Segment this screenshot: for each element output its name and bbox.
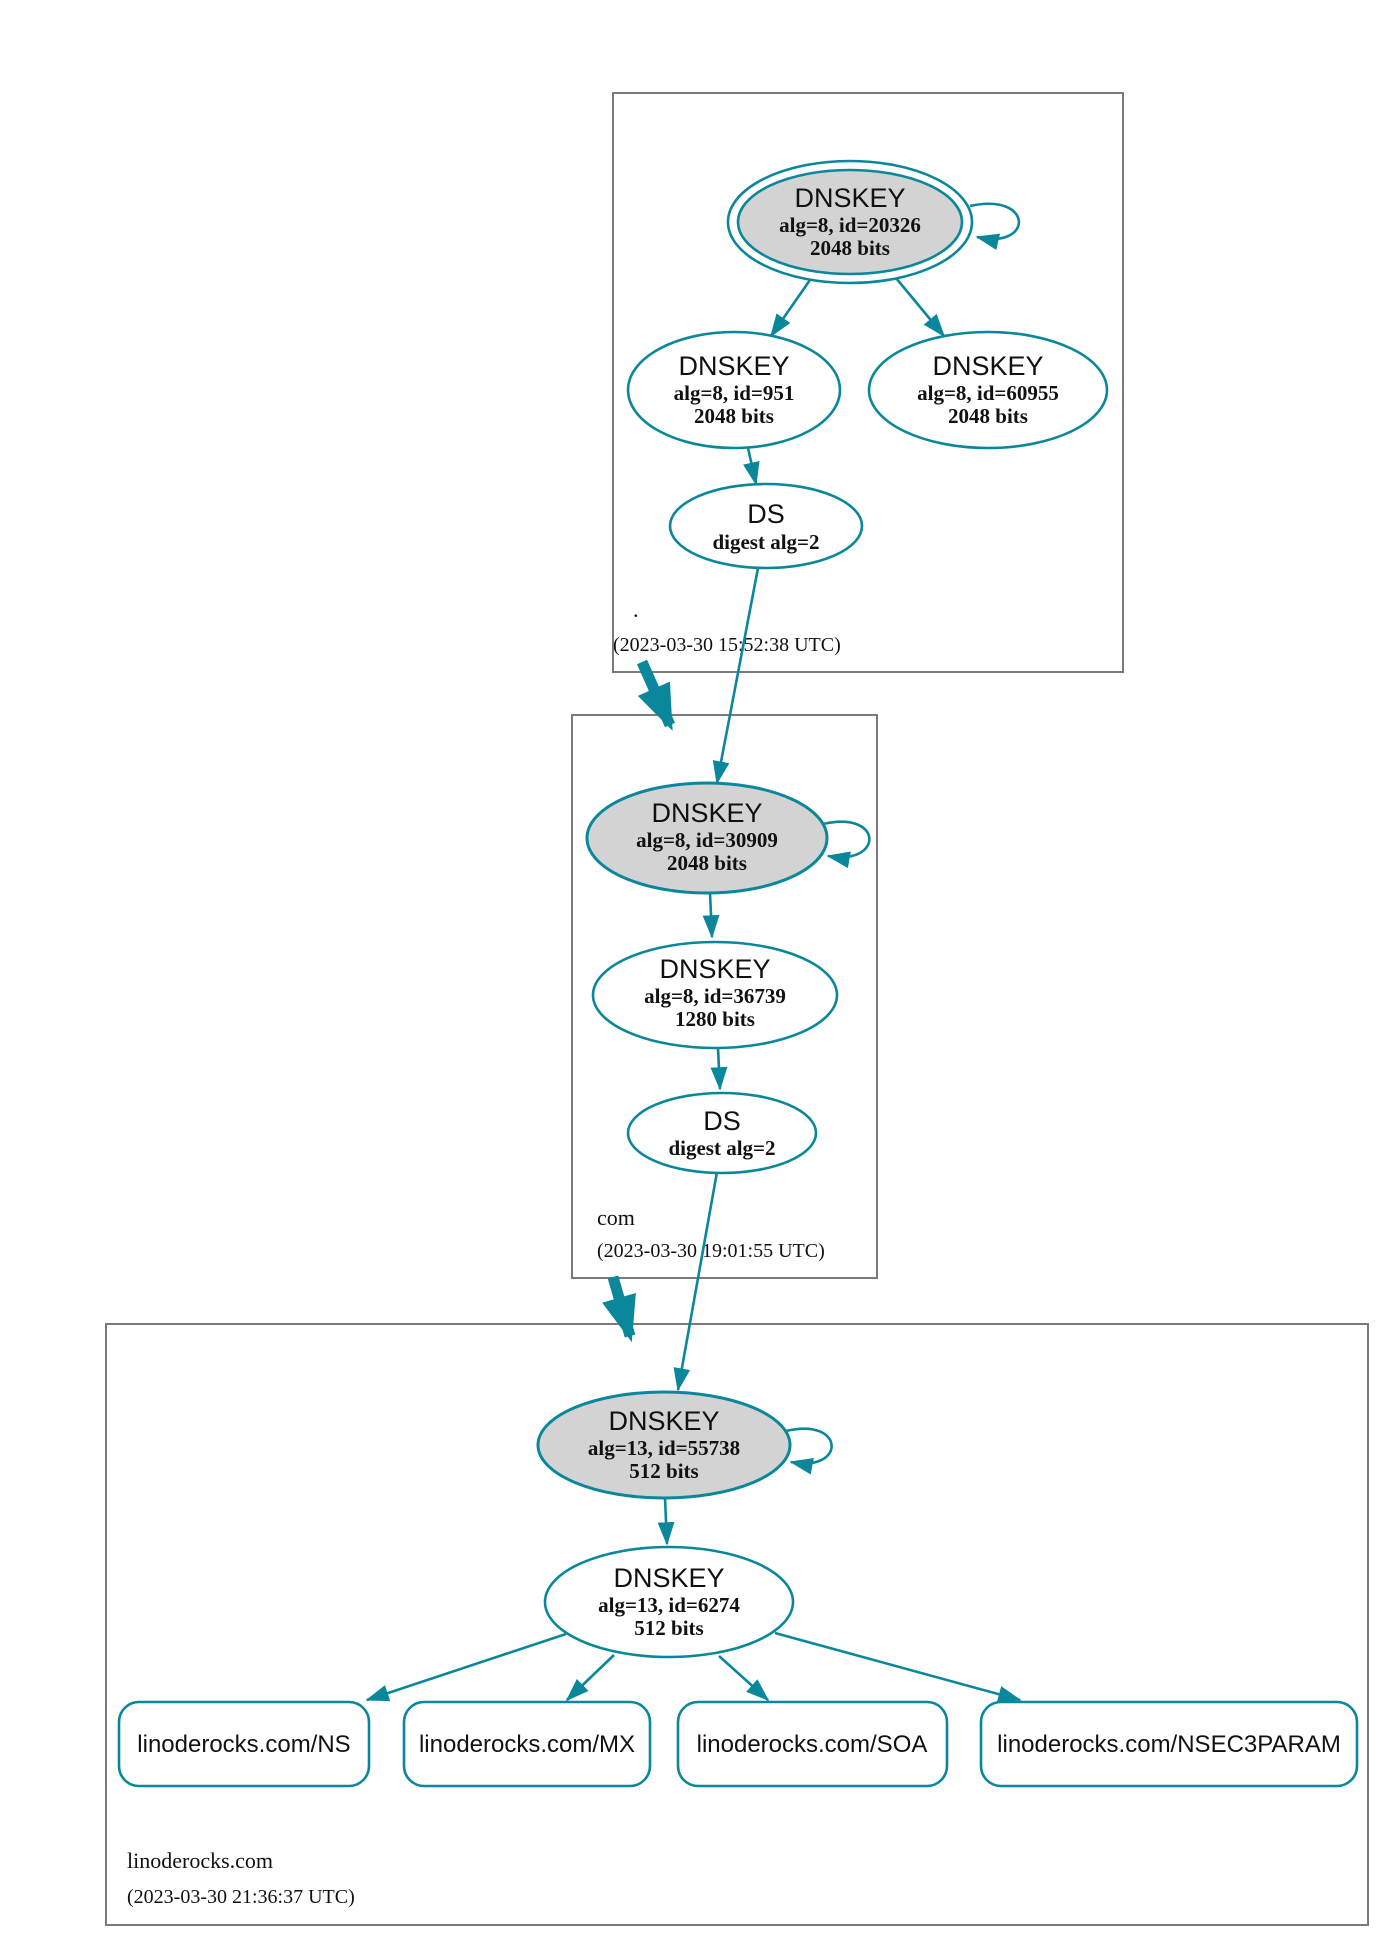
com-zsk-bits: 1280 bits xyxy=(675,1007,755,1031)
linoderocks-zsk-title: DNSKEY xyxy=(613,1563,724,1593)
rrset-ns-label: linoderocks.com/NS xyxy=(137,1731,350,1758)
delegation-arrow-root-to-com xyxy=(636,659,676,731)
rrset-soa-label: linoderocks.com/SOA xyxy=(697,1731,928,1758)
root-ds-detail: digest alg=2 xyxy=(712,530,819,554)
linoderocks-ksk-detail: alg=13, id=55738 xyxy=(588,1436,740,1460)
root-zsk1-node xyxy=(626,330,842,450)
edge-root-ds-to-com-ksk xyxy=(712,567,760,785)
com-ds-node xyxy=(626,1091,818,1175)
root-zsk1-detail: alg=8, id=951 xyxy=(674,381,795,405)
root-zsk2-bits: 2048 bits xyxy=(948,404,1028,428)
root-ksk-title: DNSKEY xyxy=(794,183,905,213)
edge-zsk-soa xyxy=(718,1655,770,1702)
edge-linoderocks-ksk-zsk xyxy=(657,1497,675,1546)
root-zsk2-node xyxy=(867,330,1109,450)
com-ksk-detail: alg=8, id=30909 xyxy=(636,828,778,852)
root-zsk2-detail: alg=8, id=60955 xyxy=(917,381,1059,405)
root-zsk2-title: DNSKEY xyxy=(932,351,1043,381)
linoderocks-ksk-title: DNSKEY xyxy=(608,1406,719,1436)
edge-zsk-ns xyxy=(365,1632,567,1702)
root-zone-timestamp: (2023-03-30 15:52:38 UTC) xyxy=(613,634,841,656)
root-zsk1-bits: 2048 bits xyxy=(694,404,774,428)
root-ksk-self-loop xyxy=(969,202,1021,251)
com-ksk-node xyxy=(585,781,829,895)
root-ds-node xyxy=(668,482,864,570)
com-ds-title: DS xyxy=(703,1106,741,1136)
com-zone-name: com xyxy=(597,1205,635,1230)
root-zone-name: . xyxy=(633,597,639,622)
edge-root-ksk-zsk2 xyxy=(894,277,946,338)
zone-com-box xyxy=(571,714,878,1279)
linoderocks-zsk-detail: alg=13, id=6274 xyxy=(598,1593,740,1617)
com-ksk-self-loop xyxy=(822,820,871,869)
root-ksk-bits: 2048 bits xyxy=(810,236,890,260)
linoderocks-ksk-bits: 512 bits xyxy=(629,1459,698,1483)
edge-zsk-mx xyxy=(565,1654,615,1702)
linoderocks-zsk-node xyxy=(543,1545,795,1659)
com-zsk-title: DNSKEY xyxy=(659,954,770,984)
delegation-edges xyxy=(602,567,760,1392)
edge-com-ksk-zsk xyxy=(702,892,720,939)
com-zone-timestamp: (2023-03-30 19:01:55 UTC) xyxy=(597,1240,825,1262)
linoderocks-zone-name: linoderocks.com xyxy=(127,1848,273,1873)
rrset-ns-node xyxy=(117,1700,371,1788)
com-zsk-node xyxy=(591,940,839,1050)
edge-root-ksk-zsk1 xyxy=(769,279,812,338)
linoderocks-ksk-self-loop xyxy=(785,1427,833,1475)
zone-root: DNSKEY alg=8, id=20326 2048 bits DNSKEY … xyxy=(612,92,1124,673)
linoderocks-ksk-node xyxy=(536,1390,792,1500)
com-ksk-title: DNSKEY xyxy=(651,798,762,828)
com-ds-detail: digest alg=2 xyxy=(668,1136,775,1160)
zone-linoderocks-box xyxy=(105,1323,1369,1926)
linoderocks-zone-timestamp: (2023-03-30 21:36:37 UTC) xyxy=(127,1886,355,1908)
root-ksk-detail: alg=8, id=20326 xyxy=(779,213,921,237)
zone-com: DNSKEY alg=8, id=30909 2048 bits DNSKEY … xyxy=(571,714,878,1279)
rrset-mx-node xyxy=(402,1700,652,1788)
root-ksk-node xyxy=(736,168,964,276)
linoderocks-zsk-bits: 512 bits xyxy=(634,1616,703,1640)
root-zsk1-title: DNSKEY xyxy=(678,351,789,381)
com-zsk-detail: alg=8, id=36739 xyxy=(644,984,786,1008)
com-ksk-bits: 2048 bits xyxy=(667,851,747,875)
zone-root-box xyxy=(612,92,1124,673)
rrset-mx-label: linoderocks.com/MX xyxy=(419,1731,635,1758)
rrset-nsec3param-node xyxy=(979,1700,1359,1788)
zone-linoderocks: DNSKEY alg=13, id=55738 512 bits DNSKEY … xyxy=(105,1323,1369,1926)
edge-com-ds-to-linoderocks-ksk xyxy=(673,1171,719,1392)
edge-root-zsk1-ds xyxy=(743,447,760,486)
edge-zsk-nsec3param xyxy=(774,1631,1022,1703)
root-ds-title: DS xyxy=(747,499,785,529)
edge-com-zsk-ds xyxy=(710,1047,728,1091)
rrset-nsec3param-label: linoderocks.com/NSEC3PARAM xyxy=(997,1731,1341,1758)
delegation-arrow-com-to-linoderocks xyxy=(602,1275,636,1343)
rrset-soa-node xyxy=(676,1700,949,1788)
